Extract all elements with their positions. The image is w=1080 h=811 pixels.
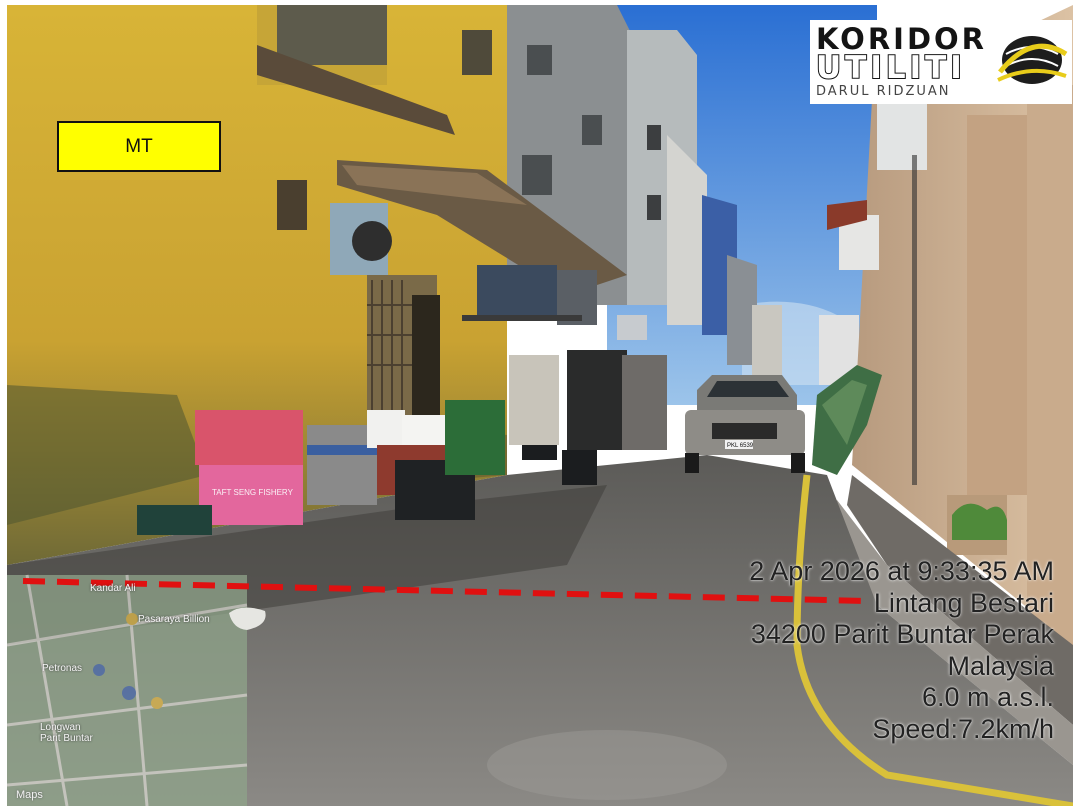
maps-credit: Maps xyxy=(16,789,43,801)
crate-label: TAFT SENG FISHERY xyxy=(212,488,294,497)
koridor-utiliti-logo: KORIDOR UTILITI DARUL RIDZUAN xyxy=(810,20,1072,104)
map-label-longwan: Longwan xyxy=(40,722,81,733)
parked-pickup-car: PKL 6539 xyxy=(685,375,805,473)
map-label-pasaraya-billion: Pasaraya Billion xyxy=(138,614,210,625)
green-crates xyxy=(812,365,882,475)
right-building xyxy=(827,5,1073,765)
stamp-street: Lintang Bestari xyxy=(873,587,1054,618)
stamp-speed: Speed:7.2km/h xyxy=(872,713,1054,744)
red-dashed-route xyxy=(22,578,868,604)
logo-line2: UTILITI xyxy=(815,49,966,87)
map-label-parit-buntar: Parit Buntar xyxy=(40,733,93,744)
mt-label-text: MT xyxy=(125,135,153,157)
stamp-country: Malaysia xyxy=(947,650,1054,681)
globe-ring-emblem-icon xyxy=(997,36,1068,84)
stamp-altitude: 6.0 m a.s.l. xyxy=(921,682,1054,712)
gps-timestamp-overlay: 2 Apr 2026 at 9:33:35 AM Lintang Bestari… xyxy=(749,556,1054,745)
mt-label-box: MT xyxy=(57,121,221,172)
street-clutter: TAFT SENG FISHERY xyxy=(137,315,667,535)
map-label-petronas: Petronas xyxy=(42,663,83,674)
license-plate: PKL 6539 xyxy=(727,443,754,449)
stamp-datetime: 2 Apr 2026 at 9:33:35 AM xyxy=(749,556,1054,586)
map-inset xyxy=(7,574,248,806)
logo-line1: KORIDOR xyxy=(816,22,987,56)
map-label-kandar-ali: Kandar Ali xyxy=(90,583,136,594)
stamp-city: 34200 Parit Buntar Perak xyxy=(750,619,1054,649)
logo-line3: DARUL RIDZUAN xyxy=(816,84,951,99)
